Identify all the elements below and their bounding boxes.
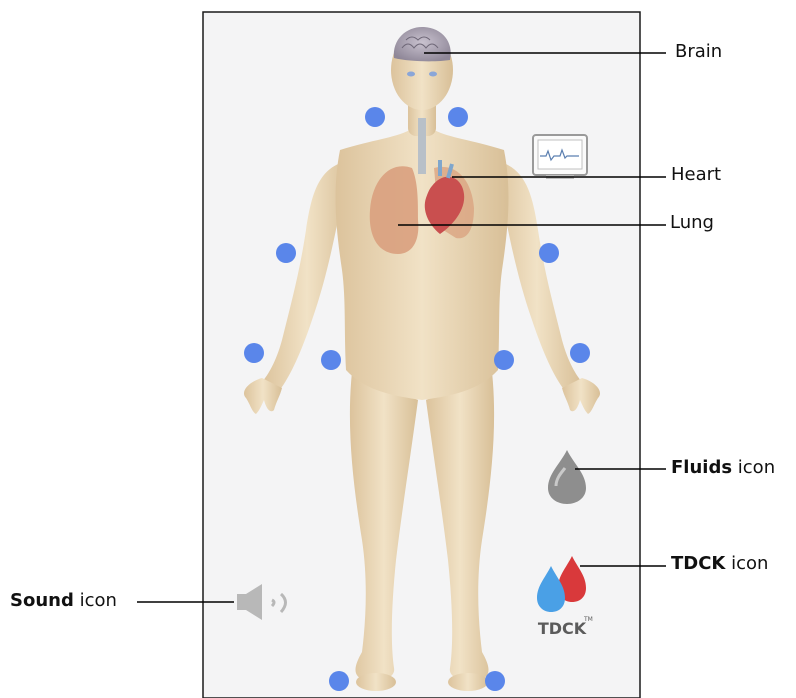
electrode-dot[interactable] — [570, 343, 590, 363]
left-eye — [429, 72, 437, 77]
heart-label-text: Heart — [671, 164, 721, 185]
lung-label: Lung — [670, 214, 714, 232]
electrode-dot[interactable] — [494, 350, 514, 370]
electrode-dot[interactable] — [539, 243, 559, 263]
sound-label-rest: icon — [74, 590, 117, 611]
brain-label: Brain — [675, 43, 722, 61]
tdck-label-bold: TDCK — [671, 553, 725, 574]
fluids-label-bold: Fluids — [671, 457, 732, 478]
sound-label: Sound icon — [10, 592, 117, 610]
heart-label: Heart — [671, 166, 721, 184]
electrode-dot[interactable] — [276, 243, 296, 263]
fluids-label: Fluids icon — [671, 459, 775, 477]
brain-label-text: Brain — [675, 41, 722, 62]
right-eye — [407, 72, 415, 77]
electrode-dot[interactable] — [365, 107, 385, 127]
tdck-tm-mark: TM — [583, 616, 593, 623]
tdck-label-rest: icon — [725, 553, 768, 574]
left-foot — [448, 673, 488, 691]
electrode-dot[interactable] — [329, 671, 349, 691]
right-foot — [356, 673, 396, 691]
tdck-label: TDCK icon — [671, 555, 768, 573]
electrode-dot[interactable] — [321, 350, 341, 370]
electrode-dot[interactable] — [485, 671, 505, 691]
vital-signs-monitor-icon[interactable] — [533, 135, 587, 179]
sound-label-bold: Sound — [10, 590, 74, 611]
electrode-dot[interactable] — [448, 107, 468, 127]
lung-label-text: Lung — [670, 212, 714, 233]
fluids-label-rest: icon — [732, 457, 775, 478]
tdck-logo-text: TDCK — [538, 619, 587, 638]
trachea — [418, 118, 426, 174]
electrode-dot[interactable] — [244, 343, 264, 363]
